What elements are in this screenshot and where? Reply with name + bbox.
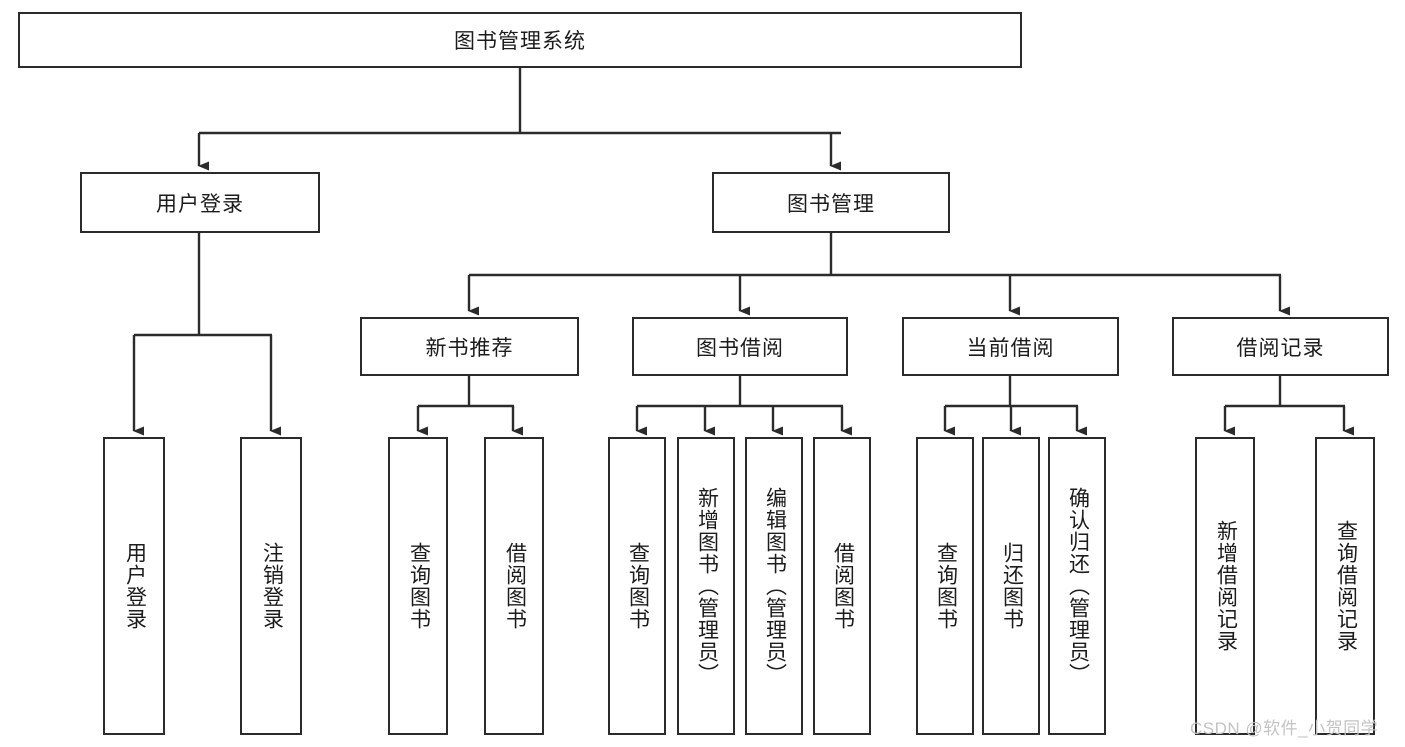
node-book-management[interactable]: 图书管理 xyxy=(712,172,950,233)
csdn-watermark: CSDN @软件_小贺同学 xyxy=(1190,719,1379,738)
node-label: 借阅图书 xyxy=(503,542,527,630)
node-label: 借阅图书 xyxy=(831,542,855,630)
node-label: 确认归还（管理员） xyxy=(1066,487,1090,685)
node-current-borrow[interactable]: 当前借阅 xyxy=(902,317,1119,376)
leaf-user-login-logout[interactable]: 注销登录 xyxy=(240,437,302,735)
leaf-borrow-records-add-record[interactable]: 新增借阅记录 xyxy=(1195,437,1255,735)
node-label: 图书借阅 xyxy=(696,336,784,360)
leaf-new-book-borrow-book[interactable]: 借阅图书 xyxy=(484,437,544,735)
leaf-book-borrow-borrow-book[interactable]: 借阅图书 xyxy=(813,437,871,735)
node-label: 用户登录 xyxy=(123,542,147,630)
leaf-current-borrow-confirm-return-admin[interactable]: 确认归还（管理员） xyxy=(1048,437,1106,735)
node-label: 用户登录 xyxy=(156,192,244,216)
node-label: 借阅记录 xyxy=(1236,336,1325,360)
node-label: 注销登录 xyxy=(260,542,284,630)
leaf-book-borrow-query-book[interactable]: 查询图书 xyxy=(608,437,666,735)
node-label: 图书管理 xyxy=(787,192,875,216)
leaf-user-login-login[interactable]: 用户登录 xyxy=(103,437,165,735)
node-user-login[interactable]: 用户登录 xyxy=(80,172,320,233)
node-root-book-management-system[interactable]: 图书管理系统 xyxy=(18,12,1022,68)
node-book-borrow[interactable]: 图书借阅 xyxy=(632,317,848,376)
node-label: 新增借阅记录 xyxy=(1214,520,1238,652)
node-label: 新书推荐 xyxy=(425,336,514,360)
leaf-new-book-query-book[interactable]: 查询图书 xyxy=(388,437,448,735)
leaf-current-borrow-return-book[interactable]: 归还图书 xyxy=(982,437,1040,735)
leaf-book-borrow-add-book-admin[interactable]: 新增图书（管理员） xyxy=(677,437,735,735)
node-label: 归还图书 xyxy=(1000,542,1024,630)
node-label: 查询图书 xyxy=(934,542,958,630)
node-label: 查询图书 xyxy=(407,542,431,630)
node-label: 图书管理系统 xyxy=(454,30,586,53)
leaf-book-borrow-edit-book-admin[interactable]: 编辑图书（管理员） xyxy=(745,437,803,735)
node-new-book-recommend[interactable]: 新书推荐 xyxy=(360,317,579,376)
node-borrow-records[interactable]: 借阅记录 xyxy=(1172,317,1389,376)
node-label: 新增图书（管理员） xyxy=(695,487,719,685)
node-label: 查询图书 xyxy=(626,542,650,630)
node-label: 当前借阅 xyxy=(966,336,1055,360)
leaf-borrow-records-query-record[interactable]: 查询借阅记录 xyxy=(1315,437,1375,735)
node-label: 查询借阅记录 xyxy=(1334,520,1358,652)
leaf-current-borrow-query-book[interactable]: 查询图书 xyxy=(916,437,974,735)
node-label: 编辑图书（管理员） xyxy=(763,487,787,685)
